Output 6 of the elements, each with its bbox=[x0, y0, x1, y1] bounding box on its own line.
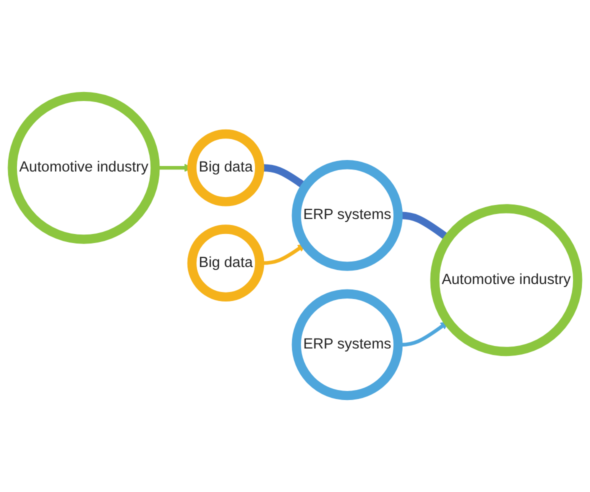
node-circle: Big data bbox=[187, 129, 264, 206]
node-circle: ERP systems bbox=[292, 160, 403, 271]
node-circle: ERP systems bbox=[292, 289, 403, 400]
node-circle: Big data bbox=[187, 224, 264, 302]
node-circle: Automotive industry bbox=[430, 204, 582, 356]
node-circle: Automotive industry bbox=[8, 92, 160, 244]
